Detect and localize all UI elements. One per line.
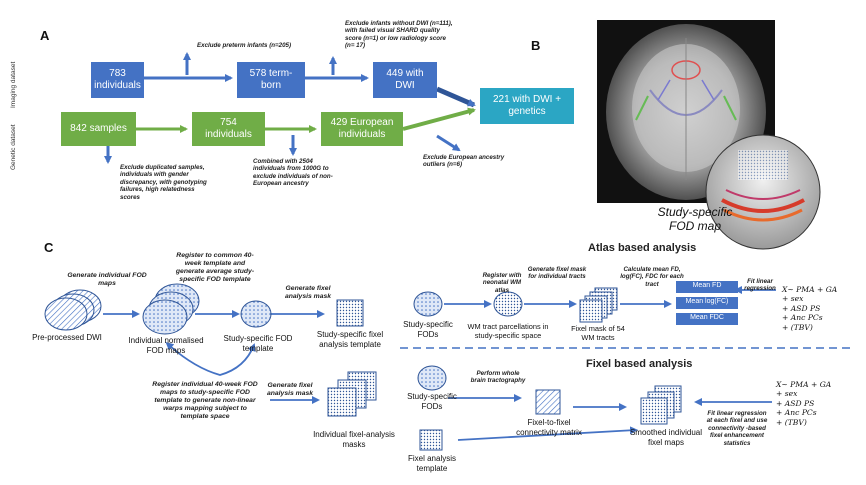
wm-tract-shape: [493, 291, 523, 317]
genetic-dataset-label: Genetic dataset: [10, 124, 17, 170]
note-exclude-no-dwi: Exclude infants without DWI (n=111), wit…: [345, 20, 453, 50]
arrow-449-221: [436, 86, 476, 108]
mean-fdc-box: Mean FDC: [676, 313, 738, 325]
note-generate-mask-top: Generate fixel analysis mask: [284, 285, 332, 300]
note-generate-fod: Generate individual FOD maps: [67, 272, 147, 287]
formula-bottom-line: + Anc PCs: [776, 408, 817, 418]
note-fit-linear-bottom: Fit linear regression at each fixel and …: [706, 410, 768, 447]
label-smoothed-maps: Smoothed individual fixel maps: [629, 428, 703, 447]
note-fit-linear-top: Fit linear regression: [744, 278, 776, 293]
arrow-curved-register: [165, 342, 256, 376]
formula-top-line: X~ PMA + GA: [782, 285, 838, 294]
label-fixel-mask-54: Fixel mask of 54 WM tracts: [571, 324, 625, 342]
note-generate-tract-mask: Generate fixel mask for individual tract…: [527, 266, 587, 281]
formula-top: X~ PMA + GA + sex + ASD PS + Anc PCs + (…: [782, 285, 862, 332]
note-whole-brain: Perform whole brain tractography: [470, 370, 526, 385]
brain-fod-image: [597, 20, 821, 250]
label-individual-normalised: Individual normalised FOD maps: [128, 336, 204, 355]
fixel-template-shape: [336, 299, 364, 327]
panel-b-label: B: [531, 38, 541, 53]
formula-top-line: + Anc PCs: [782, 313, 823, 323]
label-fixel-analysis-template: Study-specific fixel analysis template: [316, 330, 384, 349]
formula-bottom: X~ PMA + GA + sex + ASD PS + Anc PCs + (…: [776, 380, 856, 427]
imaging-dataset-label: Imaging dataset: [10, 61, 17, 108]
indiv-mask-stack: [327, 371, 377, 417]
arrow-template-smoothed: [457, 426, 638, 441]
note-exclude-duplicated: Exclude duplicated samples, individuals …: [120, 164, 207, 201]
note-ancestry-outliers: Exclude European ancestry outliers (n=6): [423, 154, 505, 169]
formula-bottom-line: X~ PMA + GA: [776, 380, 832, 389]
fixel-based-title: Fixel based analysis: [586, 358, 693, 370]
box-429-european: 429 European individuals: [321, 112, 403, 146]
mean-fd-box: Mean FD: [676, 281, 738, 293]
label-individual-fixel-masks: Individual fixel-analysis masks: [313, 430, 395, 449]
panel-a-label: A: [40, 28, 50, 43]
label-fixel-connectivity: Fixel-to-fixel connectivity matrix: [516, 418, 582, 437]
panel-c-label: C: [44, 240, 54, 255]
formula-bottom-line: + sex: [776, 389, 798, 399]
formula-top-line: + ASD PS: [782, 303, 821, 313]
note-calculate-mean: Calculate mean FD, log(FC), FDC for each…: [620, 266, 684, 288]
box-578-term-born: 578 term-born: [237, 62, 305, 98]
fod-caption-line1: Study-specific: [657, 205, 733, 219]
mean-logfc-box: Mean log(FC): [676, 297, 738, 309]
box-449-with-dwi: 449 with DWI: [373, 62, 437, 98]
formula-bottom-line: + ASD PS: [776, 398, 815, 408]
study-template-shape: [240, 300, 272, 328]
label-fb-study-fods: Study-specific FODs: [407, 392, 457, 411]
formula-bottom-line: + (TBV): [776, 417, 807, 427]
normalised-fod-stack: [142, 283, 200, 335]
fb-template-shape: [419, 429, 443, 451]
box-842-samples: 842 samples: [61, 112, 136, 146]
arrow-down-outliers: [436, 134, 461, 152]
note-register-common: Register to common 40-week template and …: [175, 252, 255, 283]
smoothed-stack: [640, 385, 682, 425]
box-754-individuals: 754 individuals: [192, 112, 265, 146]
conn-matrix-shape: [535, 389, 561, 415]
label-fixel-template: Fixel analysis template: [407, 454, 456, 473]
note-exclude-preterm: Exclude preterm infants (n=205): [197, 42, 292, 49]
atlas-fods-shape: [413, 291, 443, 317]
box-783-individuals: 783 individuals: [91, 62, 144, 98]
formula-top-line: + sex: [782, 294, 804, 304]
label-wm-tract-parcellations: WM tract parcellations in study-specific…: [467, 322, 549, 340]
formula-top-line: + (TBV): [782, 322, 813, 332]
fod-caption-line2: FOD map: [668, 219, 721, 233]
label-atlas-study-fods: Study-specific FODs: [403, 320, 453, 339]
label-preprocessed-dwi: Pre-processed DWI: [32, 333, 102, 342]
fod-map-caption: Study-specific FOD map: [610, 205, 780, 233]
arrow-429-221: [402, 107, 476, 131]
note-register-neonatal: Register with neonatal WM atlas: [482, 272, 522, 294]
box-221-dwi-genetics: 221 with DWI + genetics: [480, 88, 574, 124]
preprocessed-dwi-stack: [44, 289, 102, 331]
label-study-specific-template: Study-specific FOD template: [223, 334, 293, 353]
fixel-mask-stack: [579, 287, 618, 323]
fb-fods-shape: [417, 365, 447, 391]
note-register-individual: Register individual 40-week FOD maps to …: [152, 381, 258, 420]
note-combined-1000g: Combined with 2504 individuals from 1000…: [253, 158, 333, 188]
atlas-based-title: Atlas based analysis: [588, 242, 697, 254]
note-generate-mask-bottom: Generate fixel analysis mask: [266, 382, 314, 397]
